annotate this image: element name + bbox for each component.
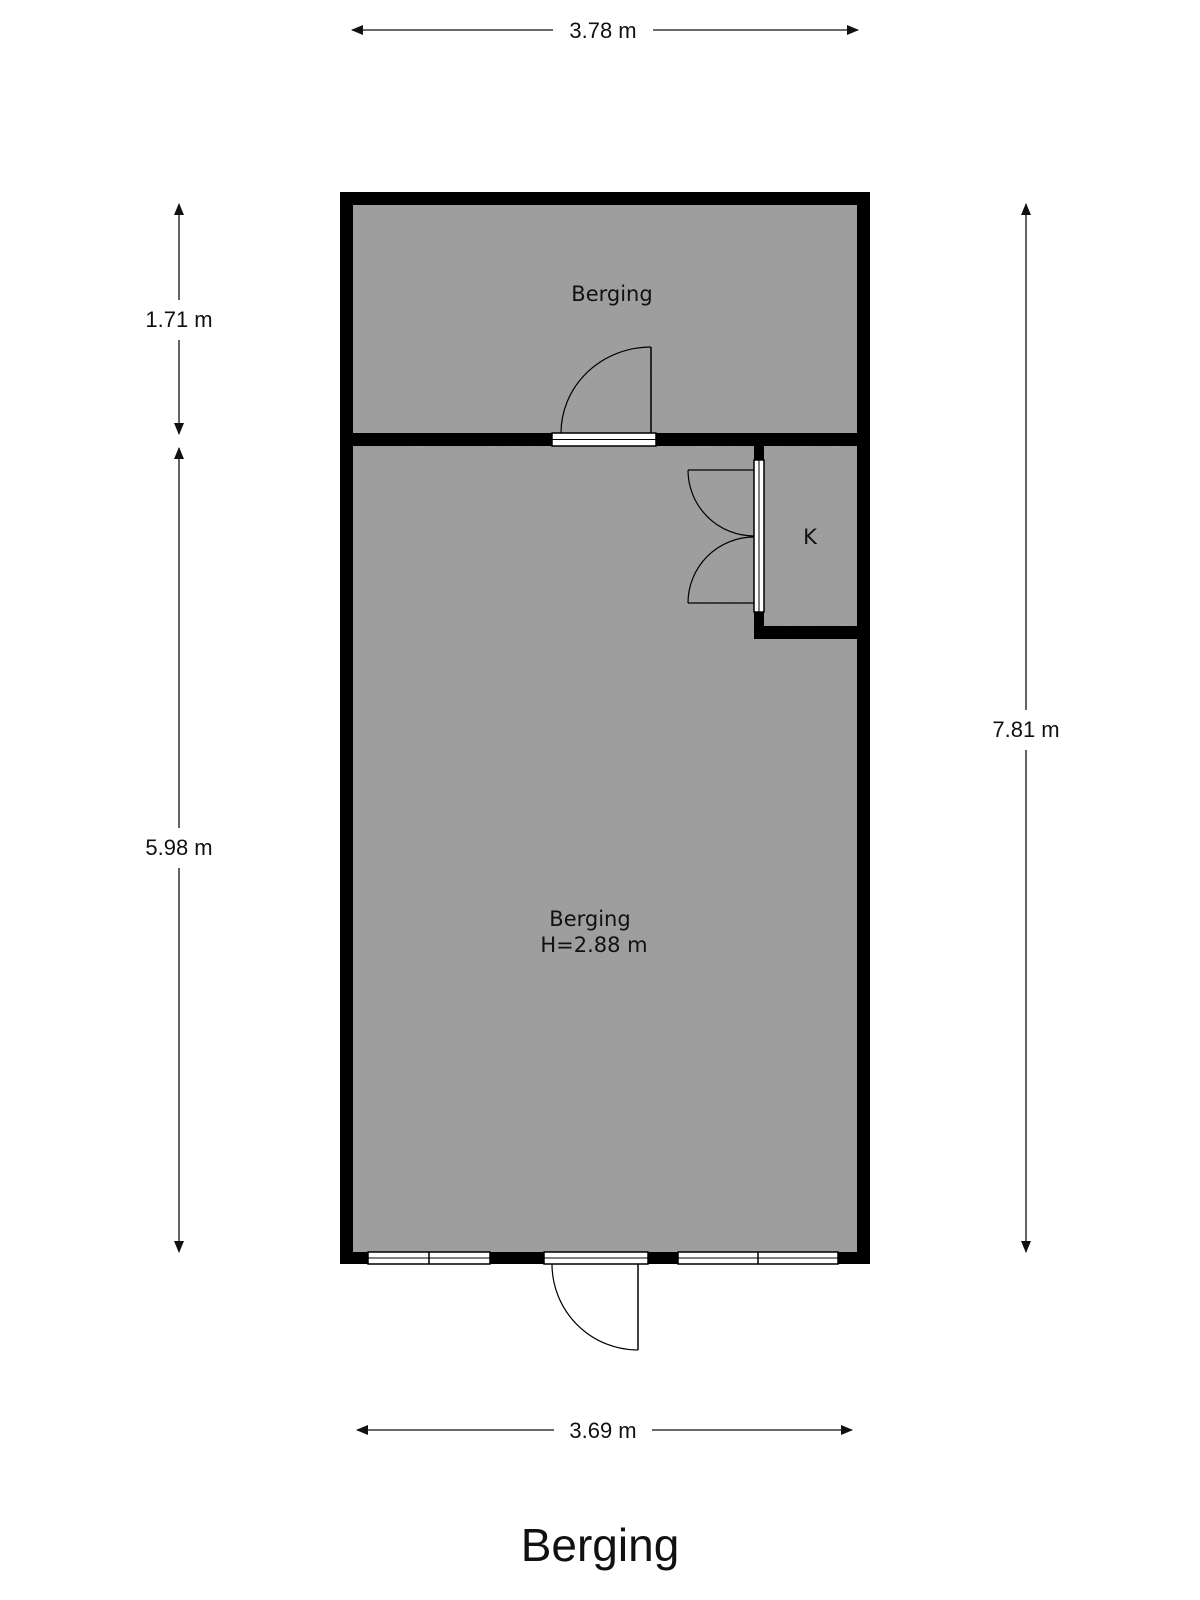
wall-bottom-mid-right — [648, 1252, 678, 1264]
upper-storage-floor — [352, 204, 858, 434]
bottom-window-left — [367, 1251, 491, 1265]
dimension-top-width-label: 3.78 m — [569, 18, 636, 43]
wall-bottom-mid-left — [490, 1252, 544, 1264]
bottom-window-right — [677, 1251, 839, 1265]
wall-left — [340, 192, 353, 1264]
main-room-height: H=2.88 m — [540, 933, 647, 957]
dimension-left-lower-label: 5.98 m — [145, 835, 212, 860]
dimension-right-total-label: 7.81 m — [992, 717, 1059, 742]
dimension-bottom-width-label: 3.69 m — [569, 1418, 636, 1443]
main-storage-floor — [352, 446, 858, 1252]
closet-double-door — [687, 459, 765, 613]
dimension-left-upper: 1.71 m — [145, 203, 213, 435]
dimension-bottom-width: 3.69 m — [356, 1418, 853, 1443]
entrance-door — [543, 1251, 649, 1351]
upper-room-label: Berging — [571, 282, 652, 306]
dimension-right-total: 7.81 m — [992, 203, 1060, 1253]
dimension-left-upper-label: 1.71 m — [145, 307, 212, 332]
interior-door — [551, 346, 657, 447]
wall-bottom-left-corner — [340, 1252, 368, 1264]
closet-wall-bottom — [754, 626, 870, 639]
wall-top — [340, 192, 870, 205]
dimension-left-lower: 5.98 m — [145, 447, 213, 1253]
dimension-top-width: 3.78 m — [351, 18, 859, 43]
closet-wall-bottom-stub — [754, 612, 764, 626]
closet-label: K — [803, 525, 818, 549]
wall-bottom-right-corner — [838, 1252, 870, 1264]
sheet-title: Berging — [520, 1519, 680, 1571]
walls — [340, 192, 870, 1264]
wall-right — [857, 192, 870, 1264]
closet-wall-top-stub — [754, 446, 764, 460]
wall-partition-right — [656, 433, 870, 446]
wall-partition-left — [340, 433, 552, 446]
main-room-label: Berging — [549, 907, 630, 931]
